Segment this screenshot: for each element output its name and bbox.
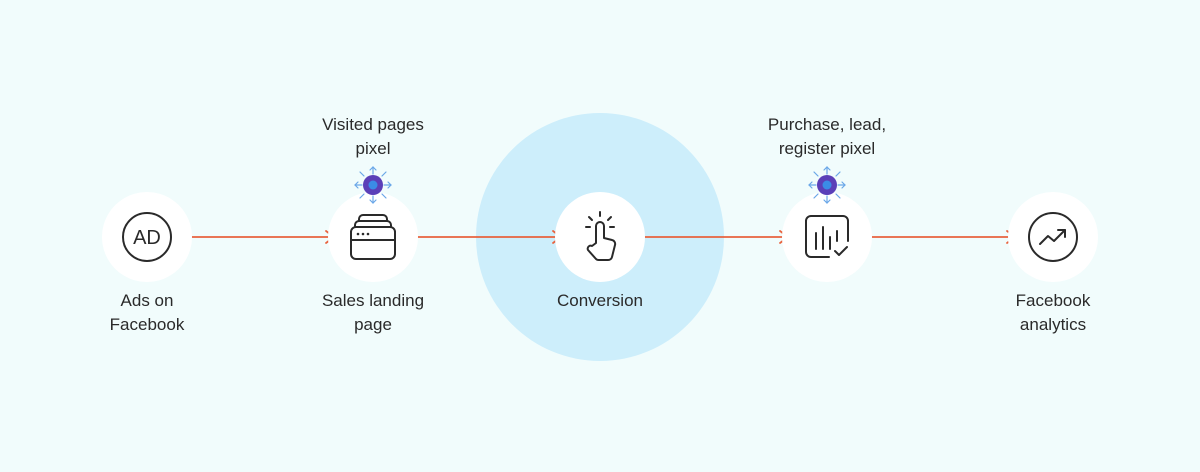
step-label-line2: analytics xyxy=(1019,315,1087,334)
chart-check-icon xyxy=(805,215,849,258)
arrow-1 xyxy=(190,230,335,244)
node-purchase xyxy=(782,192,872,282)
node-conversion xyxy=(555,192,645,282)
node-landing-page xyxy=(328,192,418,282)
pixel-label-purchase: Purchase, lead, register pixel xyxy=(742,113,912,161)
pixel-label-line1: Purchase, lead, xyxy=(767,115,887,134)
pixel-label-line1: Visited pages xyxy=(322,115,424,134)
pixel-icon xyxy=(808,166,846,204)
arrow-2 xyxy=(417,230,562,244)
tap-hand-icon xyxy=(585,211,617,262)
svg-text:AD: AD xyxy=(133,227,161,249)
step-label-landing: Sales landing page xyxy=(288,289,458,337)
arrow-3 xyxy=(644,230,789,244)
node-analytics xyxy=(1008,192,1098,282)
step-label-analytics: Facebook analytics xyxy=(968,289,1138,337)
arrow-4 xyxy=(871,230,1016,244)
trend-up-icon xyxy=(1028,212,1078,262)
step-label-line2: Facebook xyxy=(109,315,185,334)
step-label-conversion: Conversion xyxy=(515,289,685,313)
pixel-icon xyxy=(354,166,392,204)
step-label-line1: Ads on xyxy=(120,291,174,310)
step-label-line1: Facebook xyxy=(1015,291,1091,310)
pixel-label-line2: pixel xyxy=(355,139,391,158)
ad-icon: AD xyxy=(122,212,172,262)
landing-page-stack-icon xyxy=(350,214,396,260)
pixel-label-line2: register pixel xyxy=(778,139,876,158)
step-label-line2: page xyxy=(354,315,392,334)
node-ads: AD xyxy=(102,192,192,282)
pixel-label-visited: Visited pages pixel xyxy=(288,113,458,161)
step-label-line1: Sales landing xyxy=(321,291,425,310)
step-label-line1: Conversion xyxy=(557,291,643,310)
step-label-ads: Ads on Facebook xyxy=(62,289,232,337)
